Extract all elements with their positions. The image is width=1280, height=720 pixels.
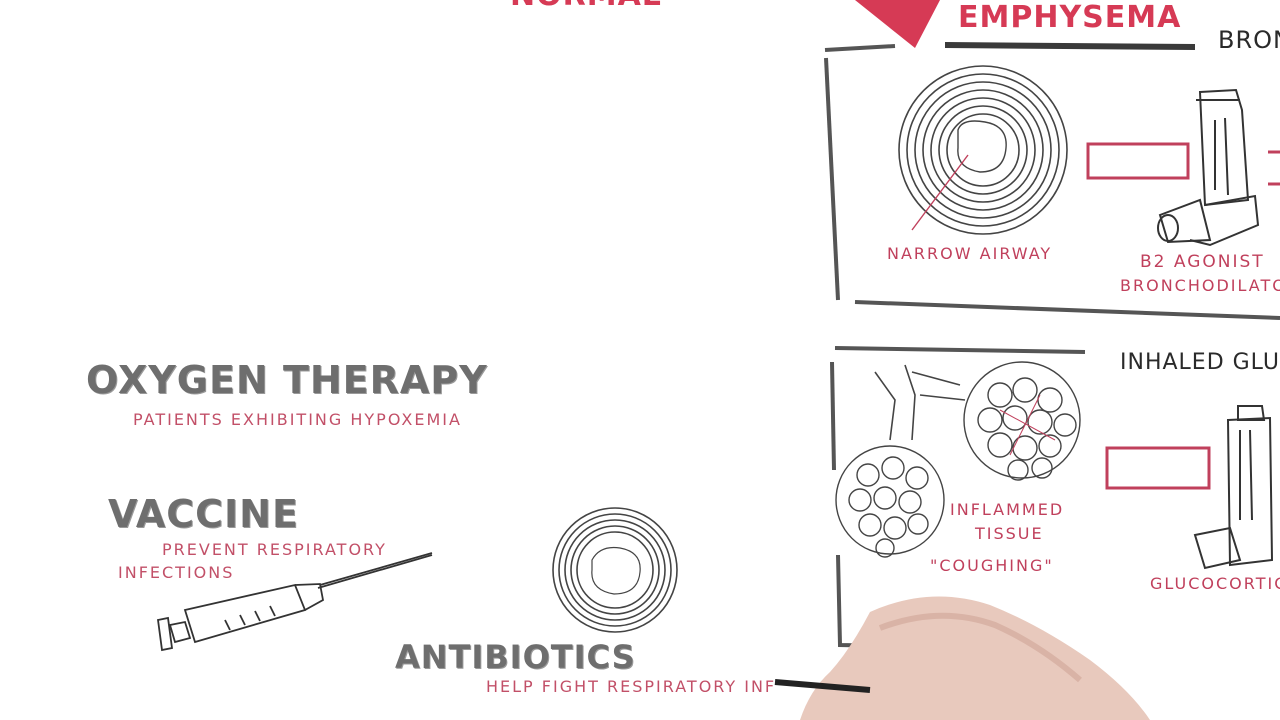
tissue-label: TISSUE bbox=[975, 524, 1044, 543]
emphysema-underline bbox=[945, 42, 1195, 50]
glucocorticoid-label: GLUCOCORTIC bbox=[1150, 574, 1280, 593]
red-connector-right bbox=[1268, 150, 1280, 186]
red-arrow-shape bbox=[855, 0, 940, 48]
oxygen-therapy-subtitle: PATIENTS EXHIBITING HYPOXEMIA bbox=[133, 410, 462, 429]
agonist-label: B2 AGONIST bbox=[1140, 252, 1265, 272]
top-partial-heading: NORMAL bbox=[510, 0, 662, 13]
bronchus-icon bbox=[874, 364, 966, 441]
bronchodilator-heading: BRON bbox=[1218, 26, 1280, 54]
airway-cross-section-icon bbox=[898, 65, 1068, 235]
inflamed-label: INFLAMMED bbox=[950, 500, 1065, 519]
inhaled-glucocorticoid-heading: INHALED GLUC bbox=[1120, 350, 1280, 375]
coughing-label: "COUGHING" bbox=[930, 556, 1054, 575]
red-connector-box-top bbox=[1086, 142, 1190, 180]
inhaler-icon bbox=[1157, 88, 1260, 247]
antibiotics-subtitle: HELP FIGHT RESPIRATORY INF bbox=[486, 677, 777, 696]
alveoli-icon bbox=[835, 361, 1081, 558]
oxygen-therapy-title: OXYGEN THERAPY bbox=[86, 358, 488, 402]
narrow-airway-label: NARROW AIRWAY bbox=[887, 244, 1053, 263]
syringe-icon bbox=[156, 552, 433, 652]
antibiotics-title: ANTIBIOTICS bbox=[395, 638, 636, 676]
vaccine-subtitle-line2: INFECTIONS bbox=[118, 563, 235, 582]
vaccine-title: VACCINE bbox=[108, 492, 299, 536]
vaccine-subtitle-line1: PREVENT RESPIRATORY bbox=[162, 540, 387, 559]
top-panel-frame bbox=[824, 44, 1280, 320]
bronchodilator-label: BRONCHODILATOR bbox=[1120, 276, 1280, 295]
airway-cross-section-icon-small bbox=[552, 507, 678, 633]
inflammation-marks bbox=[999, 394, 1056, 456]
red-connector-box-bottom bbox=[1105, 446, 1211, 490]
inhaler-icon-bottom bbox=[1193, 405, 1274, 570]
emphysema-heading: EMPHYSEMA bbox=[958, 0, 1182, 35]
hand-photo bbox=[774, 596, 1150, 720]
